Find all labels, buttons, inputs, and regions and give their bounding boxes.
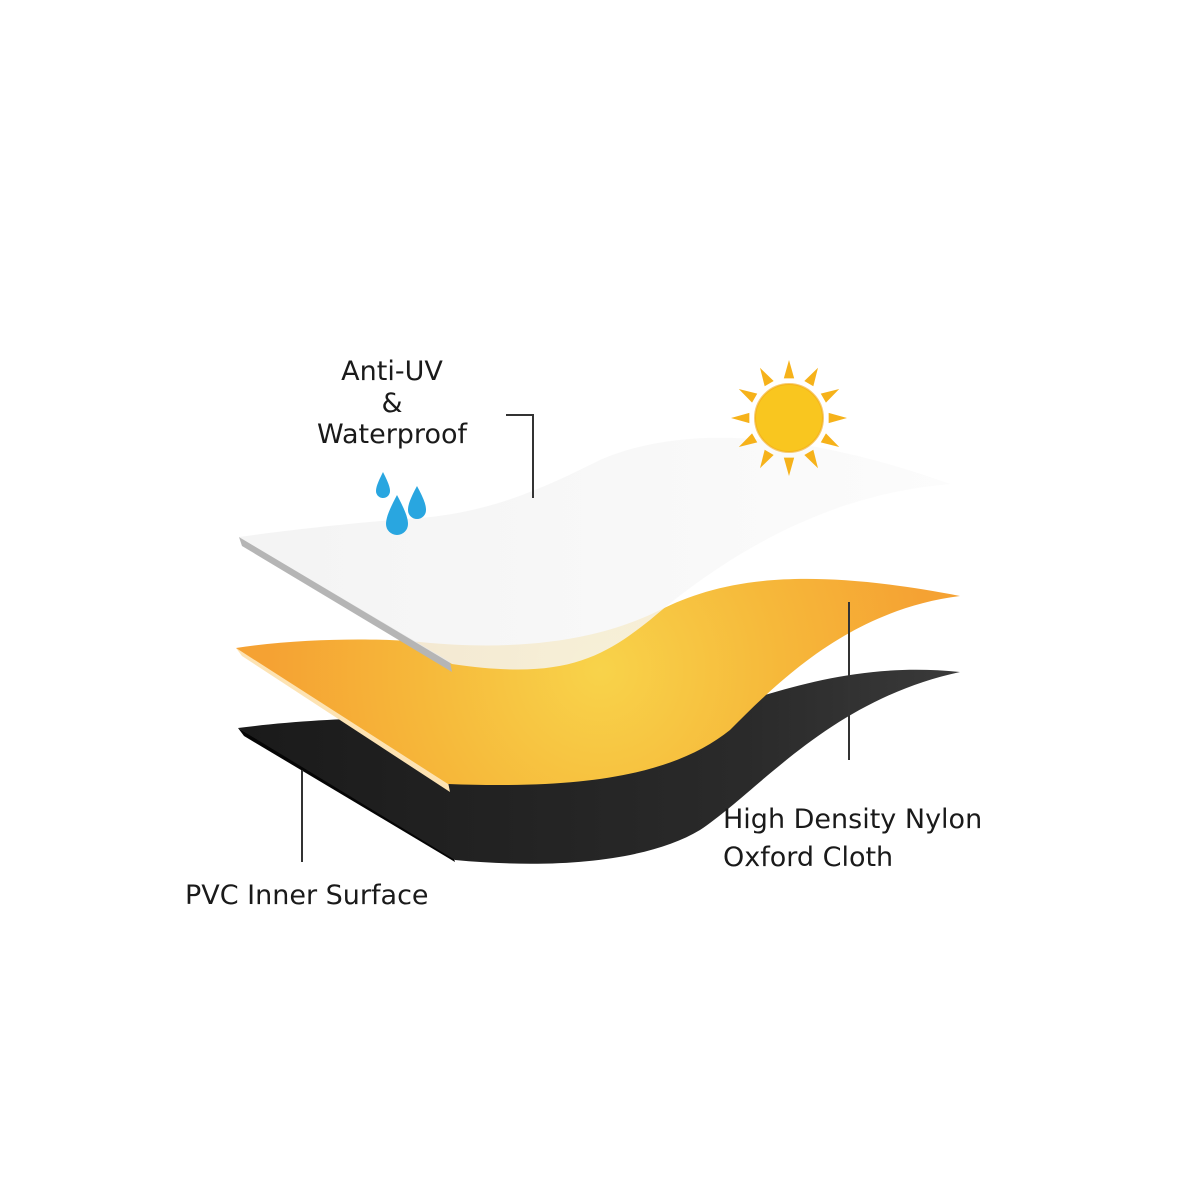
sun-ray xyxy=(804,367,818,387)
water-drop-small xyxy=(376,472,390,498)
bottom-layer-edge xyxy=(238,728,455,862)
sun-ray xyxy=(731,412,750,424)
sun-ray xyxy=(738,433,758,447)
leader-lines xyxy=(301,414,850,862)
sun-ray xyxy=(804,449,818,469)
middle-layer-edge xyxy=(236,648,450,792)
sun-ray xyxy=(783,457,795,476)
sun-core xyxy=(755,384,823,452)
label-top-line-3: Waterproof xyxy=(316,419,467,451)
middle-layer-oxford xyxy=(236,578,960,792)
sun-ray xyxy=(820,389,840,403)
label-anti-uv-waterproof: Anti-UV & Waterproof xyxy=(292,356,492,451)
leader-line-top xyxy=(506,414,534,498)
water-drop-large xyxy=(386,495,408,535)
label-middle-line-2: Oxford Cloth xyxy=(723,842,894,874)
top-layer-surface xyxy=(239,437,950,670)
sun-ray xyxy=(760,367,774,387)
top-layer-edge xyxy=(239,537,452,672)
sun-ray xyxy=(828,412,847,424)
sun-ray xyxy=(760,449,774,469)
sun-ray xyxy=(820,433,840,447)
label-pvc-inner-surface: PVC Inner Surface xyxy=(185,880,429,911)
sun-icon xyxy=(731,360,847,476)
label-middle-line-1: High Density Nylon xyxy=(723,804,983,835)
sun-ray xyxy=(738,389,758,403)
water-drops-icon xyxy=(376,472,426,535)
label-top-line-1: Anti-UV xyxy=(341,356,443,387)
sun-ray xyxy=(783,360,795,379)
water-drop-medium xyxy=(408,486,426,519)
top-layer-coating xyxy=(239,437,950,672)
label-high-density-nylon: High Density Nylon Oxford Cloth xyxy=(723,801,982,878)
label-top-line-2: & xyxy=(381,387,403,419)
middle-layer-surface xyxy=(236,578,960,786)
